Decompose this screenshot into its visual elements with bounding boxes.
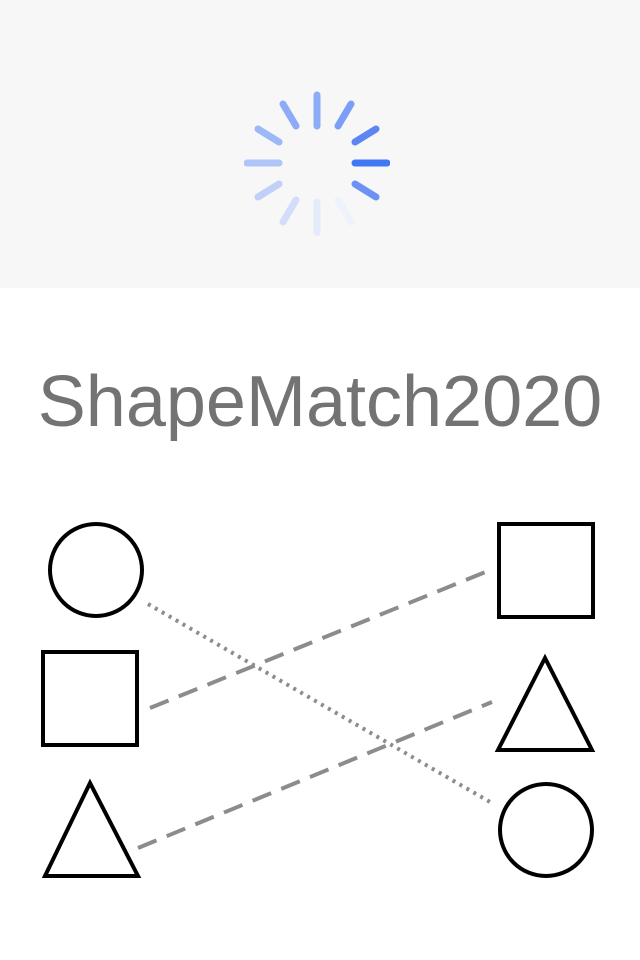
spinner-spoke <box>279 100 300 130</box>
app-title: ShapeMatch2020 <box>37 362 603 442</box>
right-square-shape <box>497 522 595 619</box>
spinner-spoke <box>351 180 380 201</box>
left-triangle-shape <box>41 778 142 878</box>
spinner-spoke <box>334 100 355 130</box>
spinner-spoke <box>254 125 283 146</box>
right-circle-shape <box>498 782 594 878</box>
loading-spinner-icon <box>244 91 390 236</box>
dashed-connector <box>149 569 489 710</box>
spinner-spoke <box>254 180 283 201</box>
spinner-spoke <box>334 196 355 226</box>
left-circle-shape <box>48 522 144 618</box>
dashed-connector <box>137 700 493 850</box>
loading-area <box>0 0 640 288</box>
spinner-spoke <box>279 196 300 226</box>
left-square-shape <box>41 650 139 747</box>
right-triangle-shape <box>494 653 596 752</box>
dotted-connector <box>146 602 492 804</box>
spinner-spoke <box>351 125 380 146</box>
shape-match-illustration <box>41 522 596 878</box>
